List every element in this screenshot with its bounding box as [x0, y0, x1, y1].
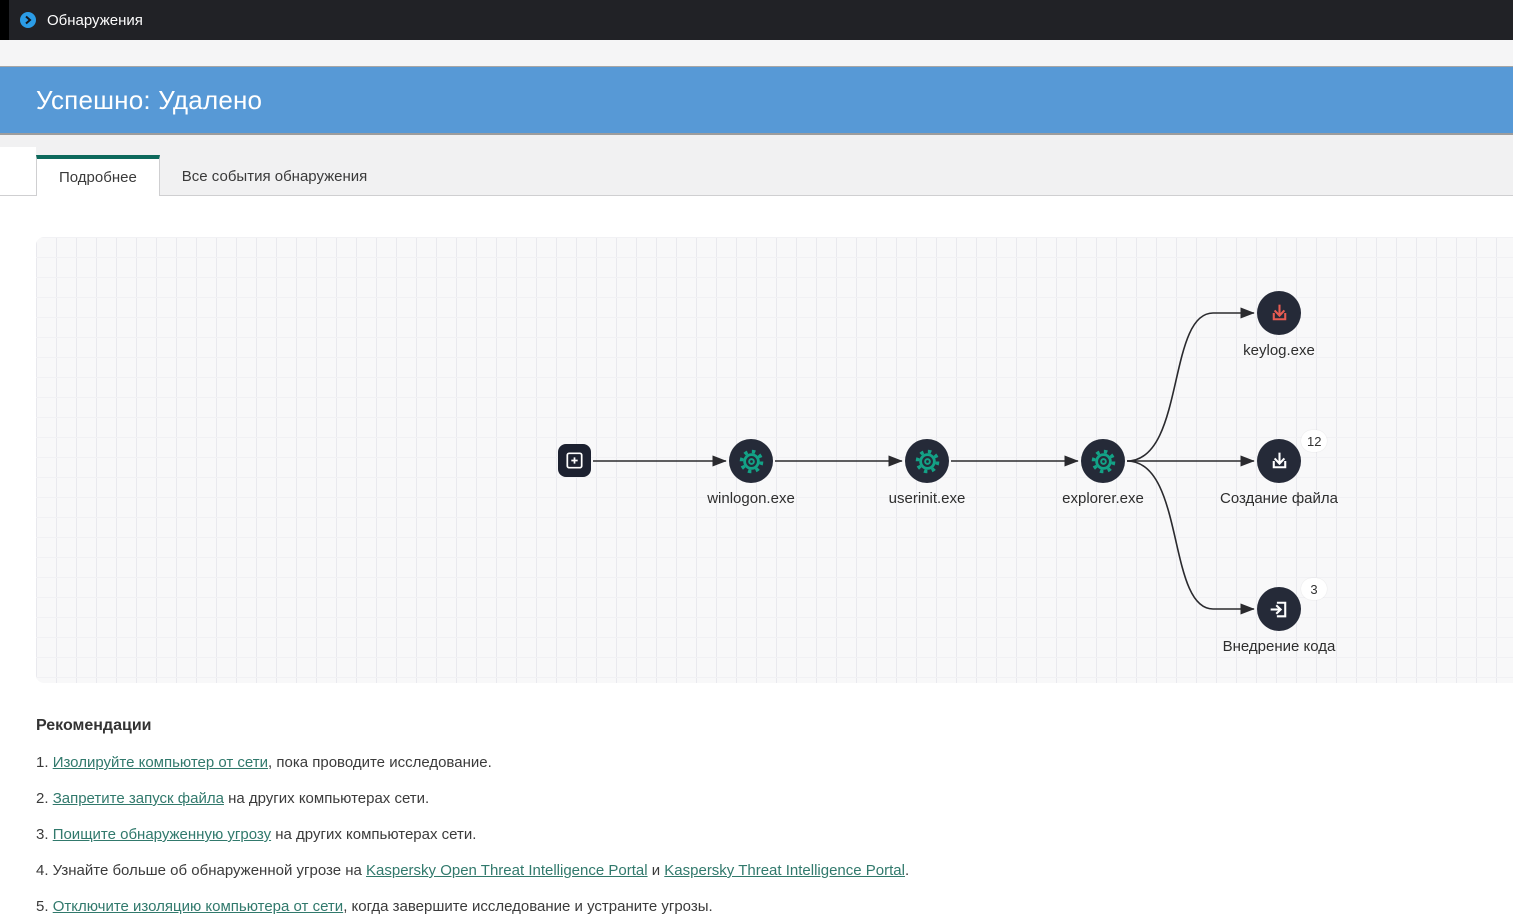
- download-icon: [1257, 439, 1301, 483]
- recommendation-link[interactable]: Kaspersky Open Threat Intelligence Porta…: [366, 862, 648, 879]
- status-banner: Успешно: Удалено: [0, 67, 1513, 135]
- top-bar: Обнаружения: [0, 0, 1513, 40]
- tab-details-label: Подробнее: [59, 169, 137, 186]
- tab-details[interactable]: Подробнее: [36, 155, 160, 196]
- graph-node-explorer[interactable]: explorer.exe: [1062, 439, 1144, 507]
- graph-edges: [593, 307, 1255, 615]
- inject-icon: [1257, 587, 1301, 631]
- graph-node-keylog[interactable]: keylog.exe: [1243, 291, 1315, 359]
- recommendation-link[interactable]: Изолируйте компьютер от сети: [52, 754, 269, 771]
- recommendation-text: .: [904, 862, 910, 879]
- recommendation-text: на других компьютерах сети.: [223, 790, 430, 807]
- node-label: userinit.exe: [888, 490, 966, 507]
- recommendation-link[interactable]: Kaspersky Threat Intelligence Portal: [664, 862, 905, 879]
- gear-icon: [729, 439, 773, 483]
- arrow-right-circle-icon: [19, 11, 37, 29]
- recommendations-list: 1. Изолируйте компьютер от сети, пока пр…: [36, 754, 1513, 915]
- status-banner-title: Успешно: Удалено: [36, 84, 263, 115]
- node-label: explorer.exe: [1062, 490, 1144, 507]
- node-label: Внедрение кода: [1222, 638, 1336, 655]
- recommendation-link[interactable]: Отключите изоляцию компьютера от сети: [52, 898, 344, 915]
- node-label: Создание файла: [1220, 490, 1338, 507]
- recommendation-text: , пока проводите исследование.: [268, 754, 492, 771]
- edge-explorer-to-keylog: [1126, 307, 1255, 462]
- recommendation-item: 5. Отключите изоляцию компьютера от сети…: [36, 898, 1513, 915]
- recommendation-item: 2. Запретите запуск файла на других комп…: [36, 790, 1513, 807]
- recommendation-text: , когда завершите исследование и устрани…: [343, 898, 713, 915]
- recommendation-text: 3.: [36, 826, 53, 843]
- node-label: keylog.exe: [1243, 342, 1315, 359]
- gear-icon: [1081, 439, 1125, 483]
- tab-all-detection-events-label: Все события обнаружения: [181, 168, 368, 185]
- sidebar-edge: [0, 0, 9, 40]
- download-icon: [1257, 291, 1301, 335]
- gap-strip: [0, 40, 1513, 67]
- node-badge: 12: [1301, 430, 1328, 452]
- recommendation-item: 4. Узнайте больше об обнаруженной угрозе…: [36, 862, 1513, 879]
- tab-strip-left-block: [0, 147, 36, 195]
- recommendation-text: 1.: [36, 754, 53, 771]
- recommendation-text: на других компьютерах сети.: [271, 826, 477, 843]
- recommendation-text: 5.: [36, 898, 53, 915]
- recommendation-item: 3. Поищите обнаруженную угрозу на других…: [36, 826, 1513, 843]
- process-tree-graph: winlogon.exe userinit.exe explorer.exe k…: [36, 237, 1513, 683]
- edge-explorer-to-code-injection: [1126, 460, 1255, 615]
- recommendations-title: Рекомендации: [36, 717, 152, 734]
- tab-all-detection-events[interactable]: Все события обнаружения: [160, 158, 390, 195]
- node-label: winlogon.exe: [707, 490, 795, 507]
- recommendation-link[interactable]: Запретите запуск файла: [52, 790, 224, 807]
- graph-node-userinit[interactable]: userinit.exe: [889, 439, 965, 507]
- node-badge: 3: [1301, 578, 1327, 600]
- recommendations-section: Рекомендации 1. Изолируйте компьютер от …: [36, 717, 1513, 915]
- expand-plus-icon: [558, 444, 591, 477]
- tab-strip: Подробнее Все события обнаружения: [0, 135, 1513, 196]
- gear-icon: [905, 439, 949, 483]
- recommendation-text: и: [647, 862, 665, 879]
- recommendation-item: 1. Изолируйте компьютер от сети, пока пр…: [36, 754, 1513, 771]
- recommendation-text: 2.: [36, 790, 53, 807]
- graph-node-winlogon[interactable]: winlogon.exe: [707, 439, 795, 507]
- graph-node-expand[interactable]: [553, 439, 597, 483]
- recommendation-link[interactable]: Поищите обнаруженную угрозу: [52, 826, 272, 843]
- page-title: Обнаружения: [47, 11, 143, 29]
- recommendation-text: 4. Узнайте больше об обнаруженной угрозе…: [36, 862, 367, 879]
